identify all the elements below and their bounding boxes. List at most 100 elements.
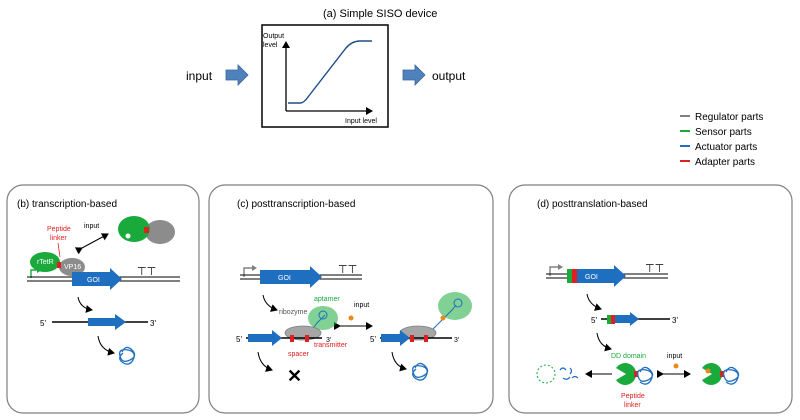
translation-arrow-d — [596, 332, 612, 352]
five-prime-d: 5' — [591, 316, 597, 325]
transmitter-label: transmitter — [314, 342, 348, 349]
panel-b: (b) transcription-based Peptide linker i… — [6, 184, 200, 414]
x-axis-label: Input level — [345, 118, 377, 125]
grey-protein — [145, 220, 175, 244]
inducer-c-top — [348, 315, 354, 321]
inducer-c-bound — [440, 315, 446, 321]
ribozyme-label: ribozyme — [279, 309, 308, 316]
three-prime-c-right: 3' — [454, 337, 459, 344]
peptide-linker-mid — [634, 371, 638, 377]
dd-domain-pacman-right — [702, 363, 723, 385]
no-expression-x: ✕ — [287, 366, 302, 386]
peptide-linker-label-d-2: linker — [624, 402, 641, 409]
aptamer-bubble-left — [308, 306, 338, 330]
panel-d-frame — [508, 184, 793, 414]
three-prime-d: 3' — [672, 316, 678, 325]
five-prime-c-right: 5' — [370, 335, 376, 344]
panel-c-frame — [208, 184, 494, 414]
peptide-linker-label-d-1: Peptide — [621, 393, 645, 400]
legend-label-actuator: Actuator parts — [695, 142, 757, 153]
y-axis-label-2: level — [263, 42, 278, 49]
goi-protein-mid — [637, 366, 654, 385]
five-prime-c-left: 5' — [236, 335, 242, 344]
legend-label-sensor: Sensor parts — [695, 127, 752, 138]
linker-bar-b — [57, 262, 61, 268]
promoter-arrowhead-c — [252, 265, 257, 271]
spacer-bar-right-1 — [410, 335, 414, 342]
goi-label-b: GOI — [87, 277, 100, 284]
mrna-cds-d — [615, 312, 639, 326]
legend-label-regulator: Regulator parts — [695, 112, 763, 123]
input-label: input — [186, 69, 213, 83]
legend-label-adapter: Adapter parts — [695, 157, 755, 168]
translation-arrow-b — [97, 335, 115, 356]
dd-domain-block-d — [567, 269, 572, 283]
three-prime-c-left: 3' — [326, 337, 331, 344]
transcription-arrow-d — [586, 293, 602, 311]
promoter-arrow-b — [30, 269, 38, 278]
dd-domain-pacman-mid — [616, 363, 637, 385]
terminator-d: ⊤⊤ — [645, 263, 664, 275]
panel-b-frame — [6, 184, 200, 414]
inducer-d-bound — [705, 368, 711, 374]
input-label-d: input — [667, 353, 682, 360]
transcription-arrow-b — [77, 296, 93, 313]
vp16-protein — [59, 258, 85, 276]
adapter-linker — [144, 227, 149, 233]
folded-protein-b — [119, 346, 136, 365]
panel-b-title: (b) transcription-based — [17, 199, 117, 210]
mrna-cds-c-left — [248, 330, 282, 346]
mrna-linker-d — [611, 315, 615, 324]
spacer-bar-left-2 — [305, 335, 309, 342]
goi-block-d — [577, 265, 626, 287]
spacer-label: spacer — [288, 351, 310, 358]
panel-c-title: (c) posttranscription-based — [237, 199, 355, 210]
output-label: output — [432, 69, 466, 83]
degraded-dd-domain — [536, 364, 556, 384]
rtetr-protein — [30, 252, 60, 272]
aptamer-label: aptamer — [314, 296, 340, 303]
inducer-d — [673, 363, 679, 369]
panel-d: (d) posttranslation-based GOI ⊤⊤ 5' 3' D… — [508, 184, 793, 414]
spacer-bar-right-2 — [424, 335, 428, 342]
panel-d-title: (d) posttranslation-based — [537, 199, 648, 210]
linker-block-d — [572, 269, 577, 283]
translation-arrow-c — [391, 351, 407, 372]
y-axis-label-1: Output — [263, 33, 284, 40]
aptamer-loop-left — [318, 310, 328, 320]
cleavage-arrow-c — [257, 351, 273, 372]
degraded-protein-fragments — [559, 367, 579, 380]
mrna-cds-b — [88, 314, 126, 330]
three-prime-b: 3' — [150, 319, 156, 328]
goi-label-c: GOI — [278, 275, 291, 282]
input-label-b: input — [84, 223, 99, 230]
input-label-c: input — [354, 302, 369, 309]
peptide-linker-label-2: linker — [50, 235, 67, 242]
spacer-bar-left-1 — [290, 335, 294, 342]
mrna-dd-d — [607, 315, 611, 324]
inducer-dot — [125, 233, 131, 239]
panel-a-title: (a) Simple SISO device — [323, 8, 437, 20]
folded-protein-c — [412, 362, 429, 381]
rtetr-label: rTetR — [37, 259, 54, 266]
peptide-linker-label-1: Peptide — [47, 226, 71, 233]
panel-a: (a) Simple SISO device Output level Inpu… — [186, 8, 466, 128]
terminator-c: ⊤⊤ — [338, 264, 357, 276]
legend: Regulator parts Sensor parts Actuator pa… — [680, 112, 763, 168]
goi-label-d: GOI — [585, 274, 598, 281]
promoter-arrowhead-b — [37, 267, 42, 273]
dox-bound-complex — [118, 216, 175, 244]
promoter-arrowhead-d — [558, 264, 563, 270]
peptide-linker-right — [720, 371, 724, 377]
bidirectional-arrow-b — [74, 233, 109, 255]
promoter-arrow-d — [549, 266, 559, 276]
aptamer-loop-right — [453, 298, 463, 308]
goi-protein-right — [723, 366, 740, 385]
goi-block-b — [72, 268, 122, 290]
output-arrow — [402, 64, 426, 86]
vp16-label: VP16 — [64, 264, 81, 271]
peptide-linker-pointer — [57, 242, 61, 258]
transcription-arrow-c — [262, 294, 278, 312]
terminator-b: ⊤⊤ — [137, 266, 156, 278]
